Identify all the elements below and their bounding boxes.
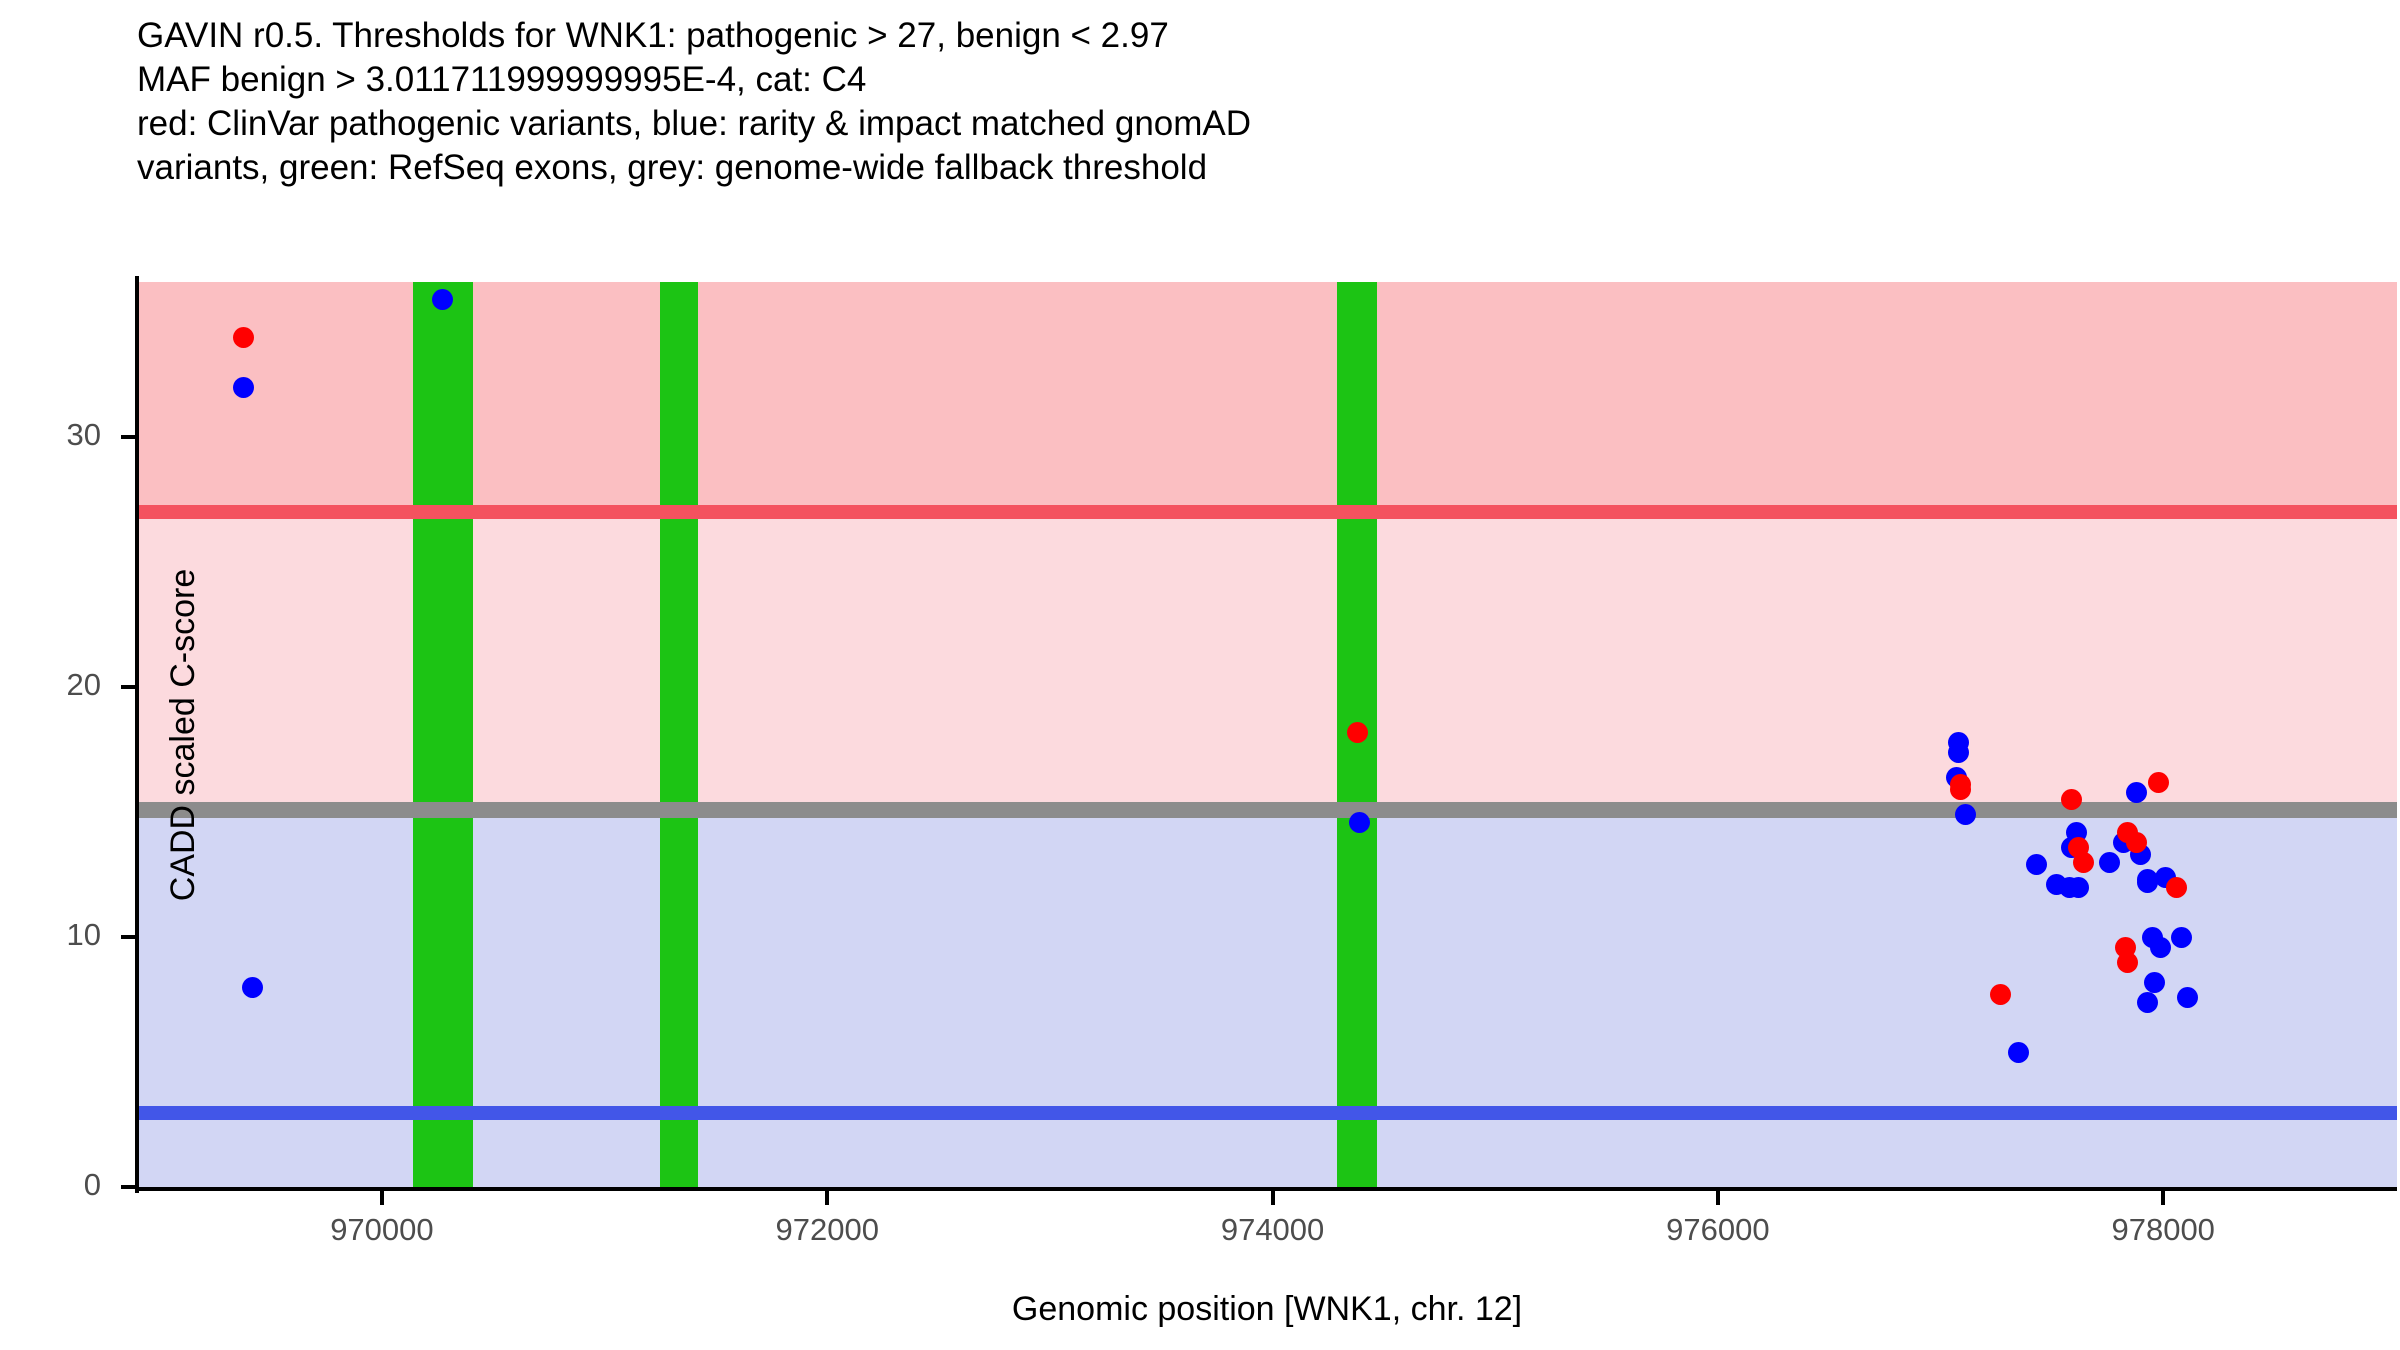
data-point-blue-6 bbox=[1947, 741, 1969, 763]
plot-panel bbox=[137, 282, 2397, 1187]
x-tick-mark-970000 bbox=[379, 1191, 384, 1205]
data-point-red-9 bbox=[2072, 851, 2094, 873]
exon-bar-2 bbox=[660, 282, 699, 1187]
data-point-blue-24 bbox=[2150, 936, 2172, 958]
data-point-red-4 bbox=[1950, 779, 1972, 800]
data-point-red-11 bbox=[2166, 876, 2188, 898]
pathogenic-threshold-line bbox=[137, 505, 2397, 519]
y-tick-mark-30 bbox=[121, 435, 135, 439]
x-tick-label-970000: 970000 bbox=[330, 1212, 434, 1247]
exon-bar-1 bbox=[413, 282, 474, 1187]
title-line-2: MAF benign > 3.011711999999995E-4, cat: … bbox=[137, 60, 867, 99]
x-tick-mark-972000 bbox=[825, 1191, 830, 1205]
y-tick-mark-0 bbox=[121, 1185, 135, 1189]
data-point-blue-26 bbox=[2177, 986, 2199, 1008]
y-tick-label-0: 0 bbox=[83, 1167, 101, 1202]
x-axis-label: Genomic position [WNK1, chr. 12] bbox=[1011, 1290, 1523, 1328]
data-point-blue-4 bbox=[1348, 811, 1370, 833]
x-tick-label-976000: 976000 bbox=[1666, 1212, 1770, 1247]
data-point-red-10 bbox=[2125, 831, 2147, 853]
x-tick-label-978000: 978000 bbox=[2111, 1212, 2215, 1247]
data-point-blue-17 bbox=[2068, 876, 2090, 898]
x-tick-mark-974000 bbox=[1270, 1191, 1275, 1205]
data-point-red-14 bbox=[1990, 984, 2012, 1005]
data-point-blue-23 bbox=[2170, 926, 2192, 948]
data-point-blue-1 bbox=[233, 376, 255, 398]
data-point-blue-3 bbox=[431, 289, 453, 310]
data-point-blue-2 bbox=[242, 976, 264, 998]
data-point-blue-14 bbox=[2025, 854, 2047, 875]
data-point-red-5 bbox=[2061, 789, 2083, 810]
band-benign bbox=[137, 809, 2397, 1187]
x-tick-label-974000: 974000 bbox=[1220, 1212, 1325, 1247]
data-point-red-6 bbox=[2148, 771, 2170, 793]
band-uncertain bbox=[137, 512, 2397, 810]
benign-threshold-line bbox=[137, 1105, 2397, 1120]
data-point-blue-20 bbox=[2137, 871, 2159, 893]
chart-title-block: GAVIN r0.5. Thresholds for WNK1: pathoge… bbox=[137, 14, 2337, 190]
data-point-blue-28 bbox=[2007, 1041, 2029, 1063]
title-line-1: GAVIN r0.5. Thresholds for WNK1: pathoge… bbox=[137, 16, 1169, 55]
y-tick-label-20: 20 bbox=[66, 667, 101, 702]
x-tick-mark-976000 bbox=[1715, 1191, 1720, 1205]
data-point-blue-8 bbox=[1954, 804, 1976, 825]
x-tick-mark-978000 bbox=[2161, 1191, 2166, 1205]
data-point-red-1 bbox=[233, 326, 255, 348]
title-line-3: red: ClinVar pathogenic variants, blue: … bbox=[137, 104, 1252, 143]
y-tick-mark-20 bbox=[121, 685, 135, 689]
y-tick-label-30: 30 bbox=[66, 417, 101, 452]
data-point-blue-10 bbox=[2125, 781, 2147, 803]
y-tick-mark-10 bbox=[121, 935, 135, 939]
data-point-red-2 bbox=[1346, 721, 1368, 743]
x-tick-label-972000: 972000 bbox=[775, 1212, 879, 1247]
x-axis-line bbox=[135, 1187, 2397, 1191]
data-point-blue-25 bbox=[2143, 971, 2165, 993]
fallback-threshold-line bbox=[137, 801, 2397, 818]
y-axis-label: CADD scaled C-score bbox=[163, 568, 202, 901]
data-point-blue-18 bbox=[2099, 851, 2121, 873]
y-axis-line bbox=[135, 276, 139, 1193]
data-point-blue-27 bbox=[2137, 991, 2159, 1013]
plot-area: CADD scaled C-score Genomic position [WN… bbox=[67, 276, 2397, 1328]
y-tick-label-10: 10 bbox=[66, 917, 101, 952]
band-pathogenic bbox=[137, 282, 2397, 512]
data-point-red-13 bbox=[2117, 951, 2139, 973]
title-line-4: variants, green: RefSeq exons, grey: gen… bbox=[137, 148, 1208, 187]
